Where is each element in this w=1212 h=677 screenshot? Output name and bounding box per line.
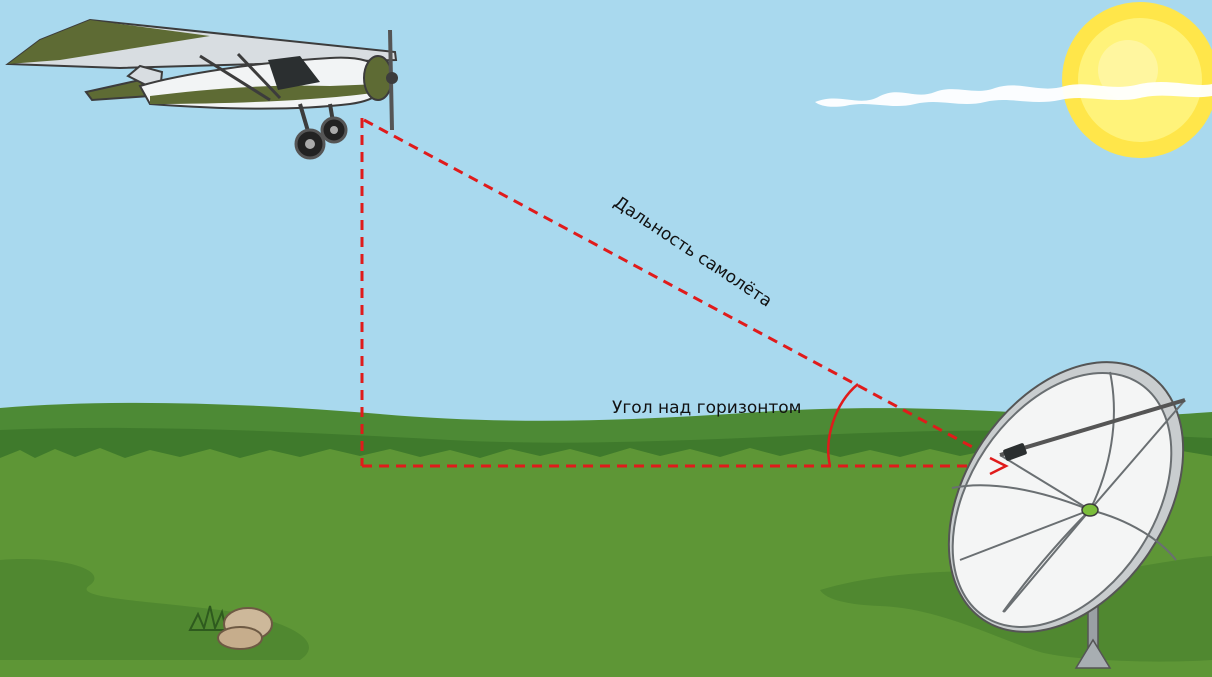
elevation-angle-label: Угол над горизонтом xyxy=(612,398,802,418)
cloud xyxy=(815,82,1212,107)
range-triangle xyxy=(360,118,1005,468)
grass-field xyxy=(0,448,1212,677)
horizontal-line-arrowhead xyxy=(989,456,1009,476)
satellite-dish xyxy=(947,361,1186,669)
sun xyxy=(1062,2,1212,158)
range-line xyxy=(363,118,1005,466)
elevation-angle-arc xyxy=(827,383,859,467)
airplane xyxy=(5,18,398,160)
rocks xyxy=(188,605,273,650)
